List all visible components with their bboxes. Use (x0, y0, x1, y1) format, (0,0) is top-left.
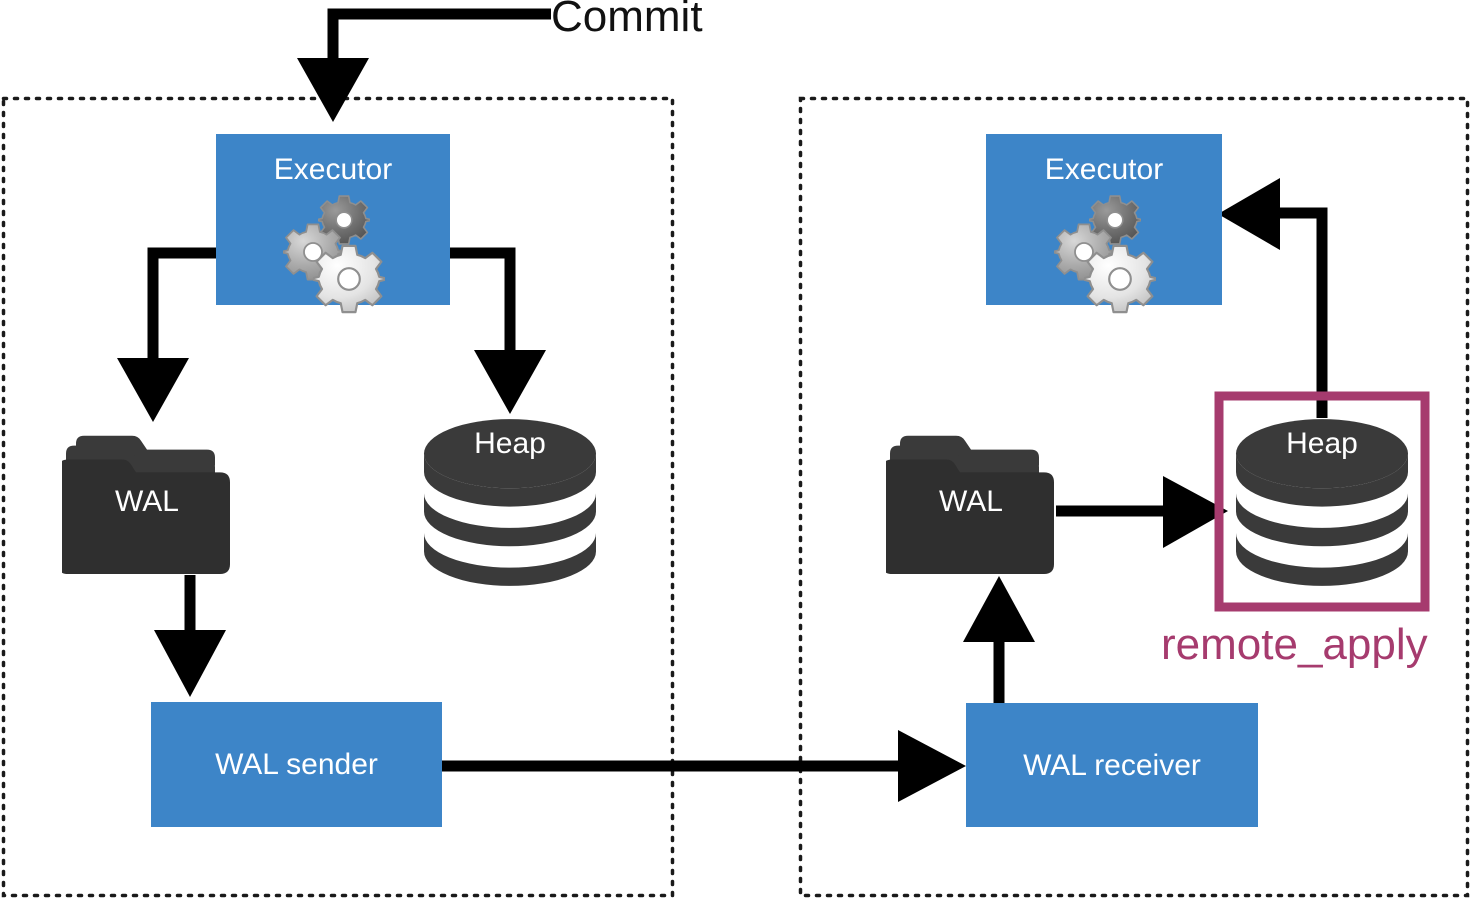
edge-executor-to-heap-primary (450, 247, 546, 414)
edge-heap-to-executor-standby (1218, 178, 1328, 418)
wal-sender-box[interactable] (151, 702, 442, 827)
edge-wal-sender-to-wal-receiver (442, 730, 966, 802)
primary-wal-folder-icon[interactable] (58, 435, 230, 575)
edge-executor-to-wal-primary (117, 247, 216, 422)
standby-wal-folder-icon[interactable] (882, 435, 1054, 575)
edge-commit-to-executor (297, 8, 551, 122)
edge-wal-to-wal-sender (154, 575, 226, 697)
remote-apply-label: remote_apply (1161, 620, 1428, 669)
commit-annotation-label: Commit (551, 0, 703, 41)
primary-heap-cylinder-icon[interactable] (424, 419, 596, 586)
standby-server-boundary (798, 96, 1470, 898)
edge-wal-to-heap-standby (1056, 476, 1228, 548)
remote-apply-highlight-box (1214, 391, 1430, 612)
standby-heap-cylinder-icon[interactable] (1236, 419, 1408, 586)
edge-wal-receiver-to-wal-standby (963, 576, 1035, 703)
wal-receiver-box[interactable] (966, 703, 1258, 827)
